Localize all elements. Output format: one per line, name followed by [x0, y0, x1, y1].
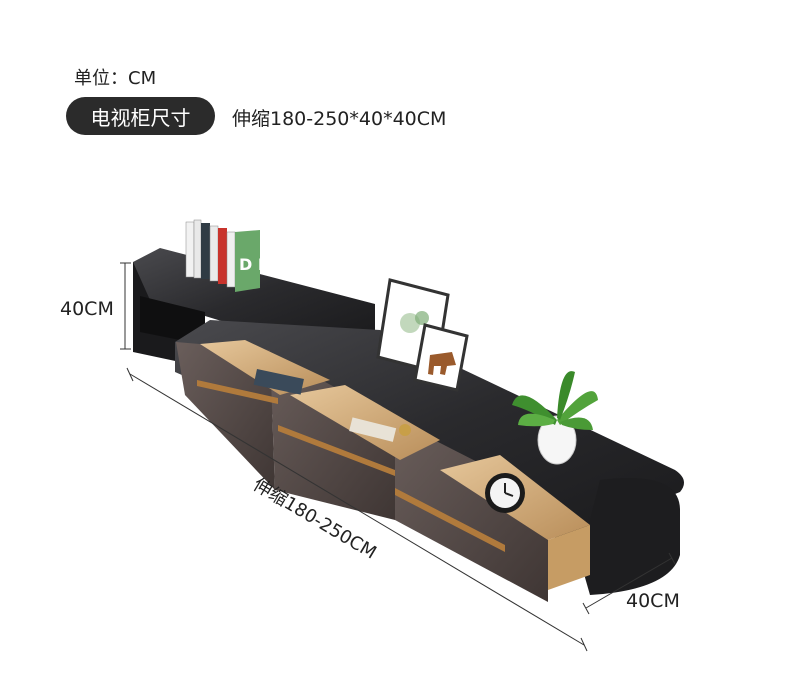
drawer-front — [176, 342, 548, 602]
brass-strip — [278, 425, 395, 476]
book-cover — [235, 230, 260, 292]
clock-icon — [485, 473, 525, 513]
depth-label: 40CM — [626, 590, 680, 612]
brass-strip — [395, 488, 505, 552]
depth-dimension — [582, 552, 676, 615]
book-cover-text: D R — [239, 255, 270, 274]
books: D R — [185, 219, 270, 292]
height-label: 40CM — [60, 298, 114, 320]
unit-label: 单位：CM — [74, 68, 157, 89]
brass-strip — [197, 380, 278, 404]
figurine — [399, 424, 411, 436]
size-spec: 伸缩180-250*40*40CM — [232, 108, 447, 130]
length-dimension — [126, 367, 588, 652]
size-tag: 电视柜尺寸 — [66, 97, 215, 135]
height-dimension — [120, 262, 131, 350]
drawer-book — [349, 417, 397, 442]
size-tag-text: 电视柜尺寸 — [90, 105, 191, 130]
horse-figure — [428, 352, 456, 375]
picture-frame-small — [413, 323, 469, 392]
potted-plant — [512, 371, 598, 465]
drawer-book — [253, 369, 304, 395]
